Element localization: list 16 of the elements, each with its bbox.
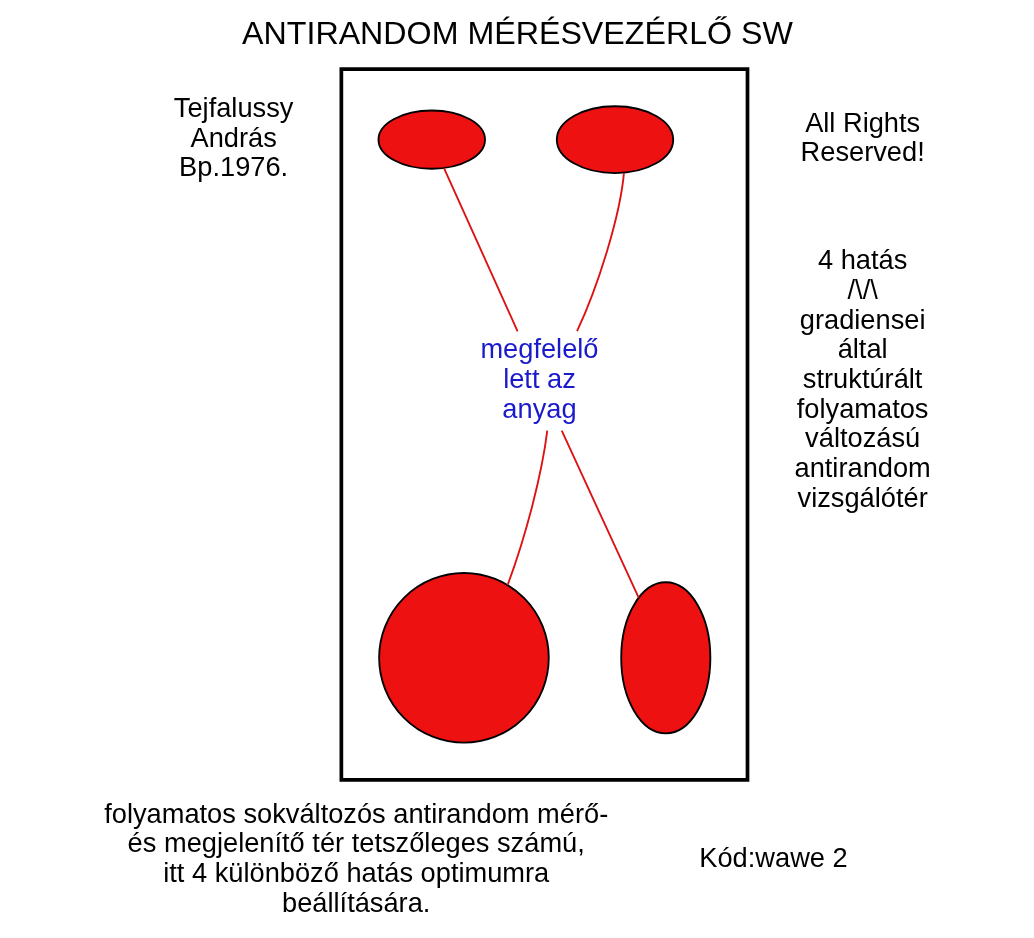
label: All Rights Reserved! <box>800 106 925 168</box>
node-circle <box>377 572 550 744</box>
label: 4 hatás /\/\ gradiensei által struktúrált folyamatos változású antirandom vizsgálótér <box>794 244 931 513</box>
node-ellipse <box>377 109 486 170</box>
connector <box>560 429 640 599</box>
connector <box>442 167 518 333</box>
cluster <box>339 67 749 782</box>
node-text: megfelelő lett az anyag <box>479 333 599 424</box>
node-ellipse <box>619 581 711 735</box>
diagram-title: ANTIRANDOM MÉRÉSVEZÉRLŐ SW <box>241 15 793 52</box>
label: Kód:wawe 2 <box>698 842 848 874</box>
connector <box>506 429 548 586</box>
label: Tejfalussy András Bp.1976. <box>173 91 293 183</box>
connector <box>575 172 625 333</box>
label: folyamatos sokváltozós antirandom mérő- és megjelenítő tér tetszőleges számú, itt 4 különböző hatás optimumra beállítására. <box>103 797 608 918</box>
node-ellipse <box>555 105 674 174</box>
